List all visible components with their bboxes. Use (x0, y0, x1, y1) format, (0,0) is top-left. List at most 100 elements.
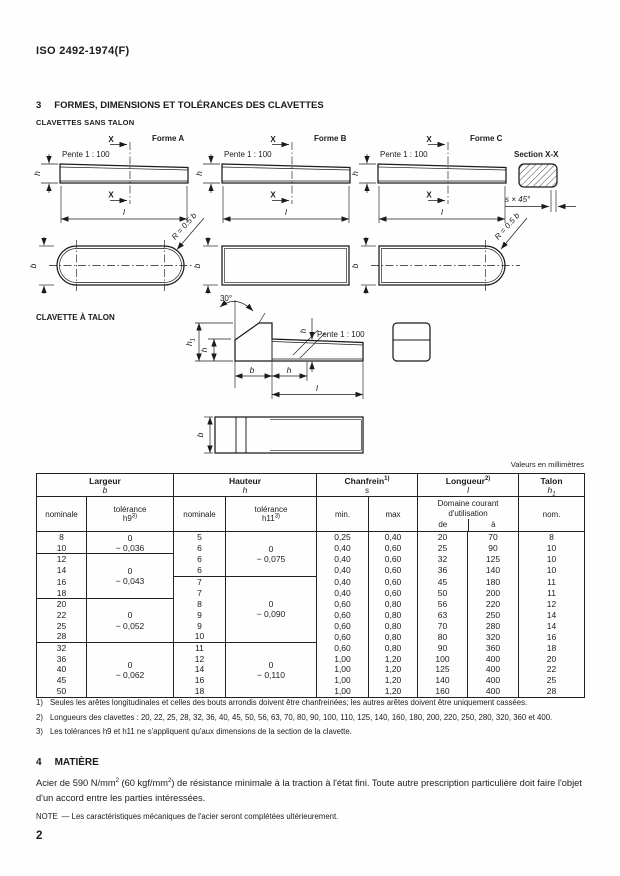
table-cell: 180 (467, 576, 519, 588)
forme-c-label: Forme C (470, 134, 503, 143)
col-header-largeur: Largeur b (36, 473, 174, 497)
chamfer-callout: s × 45° (505, 195, 531, 204)
table-cell: 0,80 (367, 598, 418, 610)
subheader-h-nominale: nominale (173, 496, 226, 532)
section-4-title: MATIÈRE (54, 757, 99, 768)
table-cell: 280 (467, 620, 519, 632)
table-header-row-2: nominale tolérance h93) nominale toléran… (36, 496, 585, 532)
table-cell: 1,20 (367, 664, 418, 676)
chanfrein-title: Chanfrein (344, 475, 385, 486)
footnote-1-text: Seules les arêtes longitudinales et cell… (49, 698, 528, 707)
note-text: — Les caractéristiques mécaniques de l'a… (61, 812, 339, 821)
table-cell: 25 (417, 542, 468, 554)
page-number: 2 (36, 830, 43, 842)
table-cell: 0,80 (367, 642, 418, 654)
radius-callout: R = 0.5 b (493, 211, 522, 242)
table-cell: 90 (417, 642, 468, 654)
subheader-domaine: Domaine courant d'utilisation de à (417, 496, 519, 532)
table-cell: 12 (518, 598, 585, 610)
key-side-view (59, 163, 189, 184)
h-tolerance-label: tolérance (254, 504, 288, 514)
forme-b-label: Forme B (314, 134, 347, 143)
table-cell: 5 (173, 531, 226, 543)
table-cell: 22 (36, 609, 87, 621)
h-tolerance-footnote-ref: 3) (274, 513, 281, 520)
dim-label-h1-main: h (184, 341, 194, 346)
table-cell: 50 (417, 587, 468, 599)
table-cell: 400 (467, 664, 519, 676)
table-cell: 8 (518, 531, 585, 543)
footnote-3-text: Les tolérances h9 et h11 ne s'appliquent… (49, 727, 352, 737)
table-cell: 0,60 (316, 609, 369, 621)
footnote-3-marker: 3) (36, 727, 43, 737)
domaine-a-label: à (467, 519, 519, 531)
table-cell: 70 (417, 620, 468, 632)
table-header-row-1: Largeur b Hauteur h Chanfrein1) s Longue… (36, 473, 585, 497)
table-cell: 320 (467, 631, 519, 643)
table-cell: 14 (36, 565, 87, 577)
table-cell: 11 (518, 587, 585, 599)
dim-label-h-small: h (299, 328, 308, 333)
table-cell: 0,80 (367, 609, 418, 621)
dim-label-l: l (123, 207, 126, 217)
col-header-hauteur: Hauteur h (173, 473, 317, 497)
talon-symbol: h (547, 484, 553, 495)
table-cell: 8 (36, 531, 87, 543)
gib-head-key-side-view (234, 322, 364, 362)
sans-talon-label: CLAVETTES SANS TALON (36, 118, 135, 127)
table-cell: 0,60 (316, 620, 369, 632)
table-cell: 0,60 (367, 542, 418, 554)
table-cell: 32 (417, 553, 468, 566)
col-header-talon: Talon h1 (518, 473, 585, 497)
table-cell: 10 (518, 565, 585, 577)
gib-head-end-view (392, 322, 431, 362)
table-cell: 0,40 (316, 553, 369, 566)
key-plan-view-square-ends (221, 245, 350, 286)
table-cell: 0 − 0,062 (86, 642, 174, 698)
table-cell: 140 (467, 565, 519, 577)
dim-label-h: h (350, 171, 360, 176)
section-marker-x-top: X (426, 135, 432, 144)
dimensions-table: Largeur b Hauteur h Chanfrein1) s Longue… (36, 473, 586, 698)
table-cell: 1,20 (367, 675, 418, 686)
table-cell: 18 (36, 587, 87, 600)
table-cell: 0 − 0,110 (225, 642, 317, 698)
section-3-title: FORMES, DIMENSIONS ET TOLÉRANCES DES CLA… (54, 100, 324, 111)
key-side-view (221, 163, 351, 184)
a-talon-label: CLAVETTE À TALON (36, 313, 115, 322)
forme-a-label: Forme A (152, 134, 184, 143)
matiere-paragraph: Acier de 590 N/mm2 (60 kgf/mm2) de résis… (36, 776, 588, 806)
table-cell: 70 (467, 531, 519, 543)
note-label: NOTE (36, 812, 58, 821)
table-cell: 20 (417, 531, 468, 543)
b-tolerance-class: h9 (122, 514, 132, 523)
dim-label-b: b (250, 365, 255, 375)
table-cell: 12 (173, 653, 226, 665)
table-cell: 0 − 0,043 (86, 553, 174, 600)
dim-label-b: b (350, 263, 360, 268)
forme-b-drawing: Forme B X X Pente 1 : 100 h l b (192, 134, 351, 294)
footnote-3: 3) Les tolérances h9 et h11 ne s'applique… (36, 727, 588, 737)
table-cell: 400 (467, 653, 519, 665)
table-cell: 14 (173, 664, 226, 676)
angle-label-30deg: 30° (220, 294, 232, 303)
largeur-symbol: b (102, 484, 108, 495)
dim-label-h: h (32, 171, 42, 176)
units-note: Valeurs en millimètres (510, 460, 584, 469)
table-cell: 200 (467, 587, 519, 599)
table-cell: 56 (417, 598, 468, 610)
subheader-talon-nom: nom. (518, 496, 585, 532)
table-cell: 40 (36, 664, 87, 676)
table-cell: 100 (417, 653, 468, 665)
table-cell: 10 (518, 542, 585, 554)
table-cell: 36 (36, 653, 87, 665)
table-cell: 90 (467, 542, 519, 554)
table-cell: 32 (36, 642, 87, 654)
slope-label: Pente 1 : 100 (317, 330, 365, 339)
forme-c-drawing: Forme C X X Pente 1 : 100 h l b R = 0.5 … (350, 134, 528, 294)
